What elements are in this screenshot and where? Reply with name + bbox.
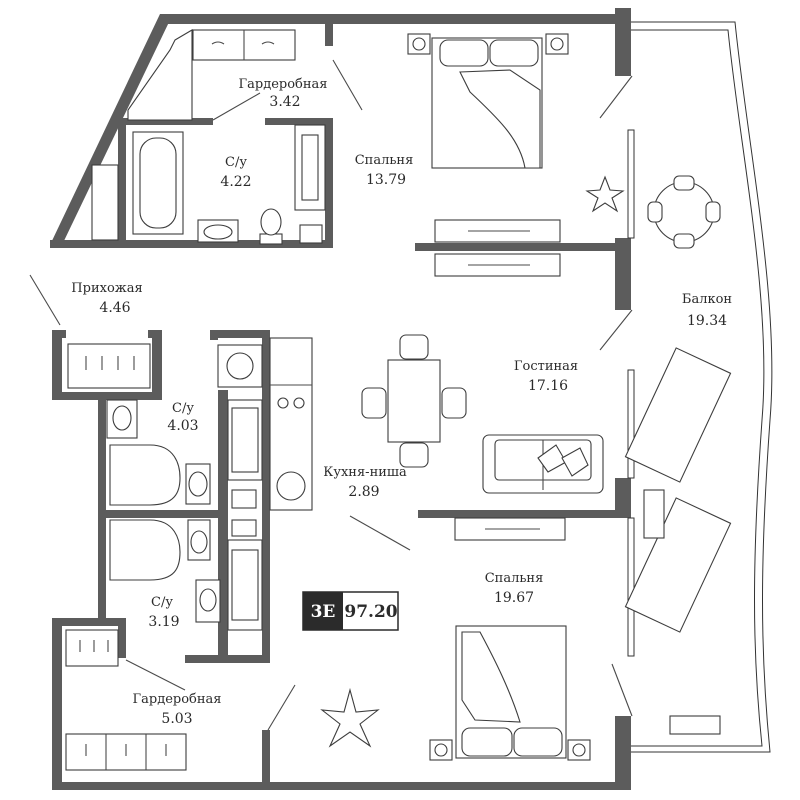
bathtub bbox=[132, 131, 184, 235]
balcony-table bbox=[647, 175, 721, 249]
sofa bbox=[482, 434, 604, 494]
room-area-bath-top: 4.22 bbox=[220, 174, 251, 190]
room-label-hallway: Прихожая bbox=[71, 281, 142, 296]
room-label-kitchen: Кухня-ниша bbox=[323, 465, 407, 480]
plant-bottom bbox=[320, 687, 380, 748]
furniture bbox=[65, 29, 732, 771]
room-area-balcony: 19.34 bbox=[687, 313, 727, 329]
room-label-bath-mid: С/у bbox=[172, 401, 194, 416]
plant-balcony bbox=[585, 175, 625, 213]
bed-bottom bbox=[429, 625, 591, 761]
room-area-bedroom-top: 13.79 bbox=[366, 172, 406, 188]
room-area-wardrobe-bottom: 5.03 bbox=[161, 711, 192, 727]
dining-table bbox=[361, 334, 467, 468]
wardrobe-top-cabinets bbox=[127, 29, 296, 121]
bed-top bbox=[407, 33, 569, 169]
wardrobe-bottom-cabinets bbox=[65, 629, 187, 771]
room-area-bedroom-bottom: 19.67 bbox=[494, 590, 534, 606]
tv-stands bbox=[434, 219, 566, 541]
kitchen-units bbox=[217, 337, 313, 511]
room-area-wardrobe-top: 3.42 bbox=[269, 94, 300, 110]
room-area-bath-bottom: 3.19 bbox=[148, 614, 179, 630]
apartment-total-area: 97.20 bbox=[344, 602, 397, 622]
room-label-bath-top: С/у bbox=[225, 155, 247, 170]
room-area-bath-mid: 4.03 bbox=[167, 418, 198, 434]
room-area-kitchen: 2.89 bbox=[348, 484, 379, 500]
toilet-top bbox=[259, 208, 283, 245]
apartment-type: 3E bbox=[311, 602, 336, 622]
room-label-balcony: Балкон bbox=[682, 292, 732, 307]
bath-mid-fixtures bbox=[106, 399, 263, 631]
hallway-cabinet bbox=[67, 343, 151, 389]
room-labels: Гардеробная 3.42 С/у 4.22 Спальня 13.79 … bbox=[71, 77, 732, 727]
room-label-living: Гостиная bbox=[514, 359, 578, 374]
sun-loungers bbox=[624, 347, 732, 633]
room-label-bath-bottom: С/у bbox=[151, 595, 173, 610]
room-area-living: 17.16 bbox=[528, 378, 568, 394]
room-label-bedroom-bottom: Спальня bbox=[485, 571, 544, 586]
room-label-bedroom-top: Спальня bbox=[355, 153, 414, 168]
room-label-wardrobe-bottom: Гардеробная bbox=[133, 692, 222, 707]
room-label-wardrobe-top: Гардеробная bbox=[239, 77, 328, 92]
walls bbox=[50, 8, 631, 790]
apartment-badge: 3E 97.20 bbox=[302, 591, 399, 631]
door-lines bbox=[29, 21, 773, 753]
room-area-hallway: 4.46 bbox=[99, 300, 130, 316]
